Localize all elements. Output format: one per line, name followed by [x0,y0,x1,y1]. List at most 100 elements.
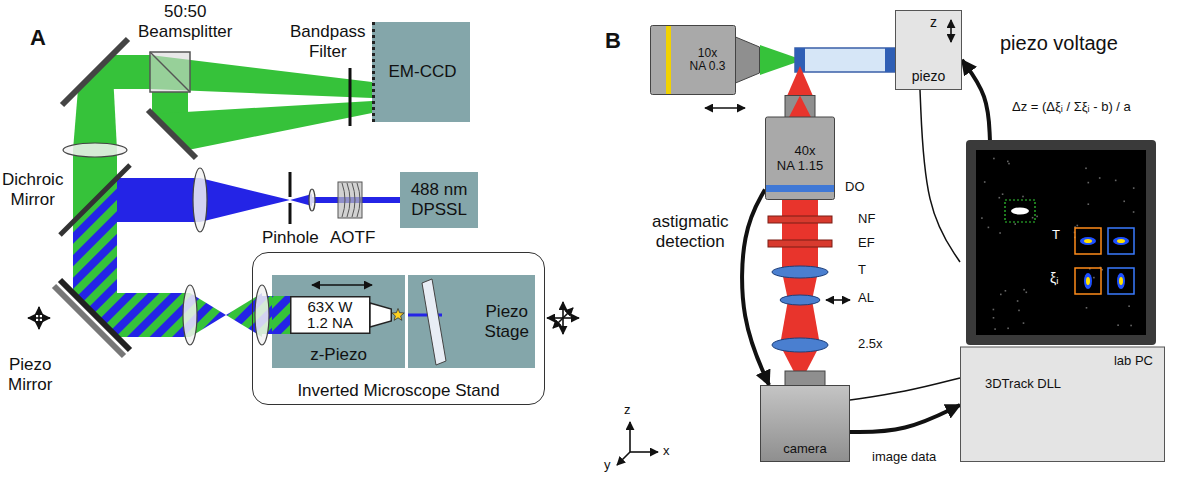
part-label: AL [858,291,874,306]
part-label: T [858,263,866,278]
selection-box [1005,200,1035,222]
part-label: Piezo Mirror [8,355,52,394]
node-text: 488 nm DPSSL [408,180,470,219]
objective-nose [785,96,815,120]
node-text: Piezo Stage [485,302,529,341]
panel-letter: A [30,25,46,50]
image-noise [1023,322,1025,324]
particle-spot [1084,239,1092,243]
image-noise [1077,225,1079,227]
image-noise [1086,307,1088,309]
objective-nose [736,37,760,83]
axis-arrow [617,452,630,465]
tube-lens [772,266,828,278]
node-text: lab PC [1114,354,1153,369]
flow-arrow [962,60,990,140]
edge-label: astigmatic detection [652,212,729,251]
objective-band [666,26,671,94]
part-label: Pinhole [262,228,319,248]
node-text: piezo [912,68,945,84]
node-text: z [930,14,937,30]
image-noise [993,317,995,319]
image-noise [1085,168,1087,170]
mirror-mount [54,286,124,356]
image-noise [1123,201,1125,203]
part-label: AOTF [330,228,375,248]
mirror [62,39,128,105]
magnifier-lens [772,338,828,352]
camera-mount [785,371,825,386]
detection-beam [782,200,818,272]
node-text: camera [783,442,826,457]
mixed-beam [73,293,190,337]
axis-arrow [630,451,658,453]
node-text: 10x NA 0.3 [689,47,727,73]
objective-nose [370,303,391,327]
lens-shift-arrow [826,299,850,301]
detector-box: EM-CCD [372,22,470,122]
objective-lens: 10x NA 0.3 [650,25,760,95]
region-box [1108,268,1134,294]
sample-star [392,309,404,321]
image-noise [1008,163,1010,165]
formula-label: Δz = (Δξᵢ / Σξᵢ - b) / a [1012,100,1131,115]
image-noise [981,217,983,219]
emission-filter [768,240,832,247]
monitor-frame [966,140,1156,345]
objective-lens: 63X W 1.2 NA [290,296,392,334]
node-text: 3DTrack DLL [985,377,1061,392]
image-noise [1005,290,1007,292]
astigmatic-lens [780,295,820,305]
objective-band [766,185,834,192]
flow-arrow [742,190,769,386]
particle-spot [1117,273,1125,289]
bandpass-filter [349,68,352,126]
lens [63,143,127,157]
image-noise [993,309,995,311]
monitor-screen [976,150,1146,335]
axis-arrow [629,422,631,452]
stage-box: Piezo Stage [408,275,535,368]
actuator-box: z piezo [895,10,962,90]
z-piezo-box: z-Piezo 63X W 1.2 NA [272,275,405,368]
dichroic-mirror [60,165,130,235]
node-text: z-Piezo [310,345,367,365]
image-noise [1017,300,1019,302]
fluorescence-cone [787,66,813,96]
image-noise [1099,177,1101,179]
light-sheet [760,45,800,75]
lens [309,189,315,211]
edge-label: image data [872,450,936,465]
panel-letter: B [605,28,621,53]
emission-beam [78,55,150,89]
beamsplitter-surface [150,52,190,92]
particle-spot [1080,237,1096,245]
notch-filter [768,216,832,223]
image-noise [1002,193,1004,195]
image-noise [1007,328,1009,330]
part-label: 50:50 Beamsplitter [138,2,232,41]
part-label: EF [858,236,875,251]
sample-slide [422,279,446,365]
screen-label: T [1052,228,1060,243]
axis-arrow [950,20,952,42]
image-noise [1115,180,1117,182]
image-noise [1026,292,1028,294]
image-noise [994,328,996,330]
flow-arrow [850,405,960,432]
image-noise [1000,294,1002,296]
image-noise [1088,182,1090,184]
objective-body [766,117,835,200]
image-noise [1018,310,1020,312]
pinhole [289,172,292,197]
image-noise [1130,325,1132,327]
laser-beam [200,178,290,222]
image-noise [1093,277,1095,279]
focus-arrow [312,284,372,286]
image-noise [1117,324,1119,326]
part-label: Bandpass Filter [290,22,366,61]
image-noise [1088,203,1090,205]
node-text: Inverted Microscope Stand [297,381,499,401]
part-label: NF [858,212,875,227]
